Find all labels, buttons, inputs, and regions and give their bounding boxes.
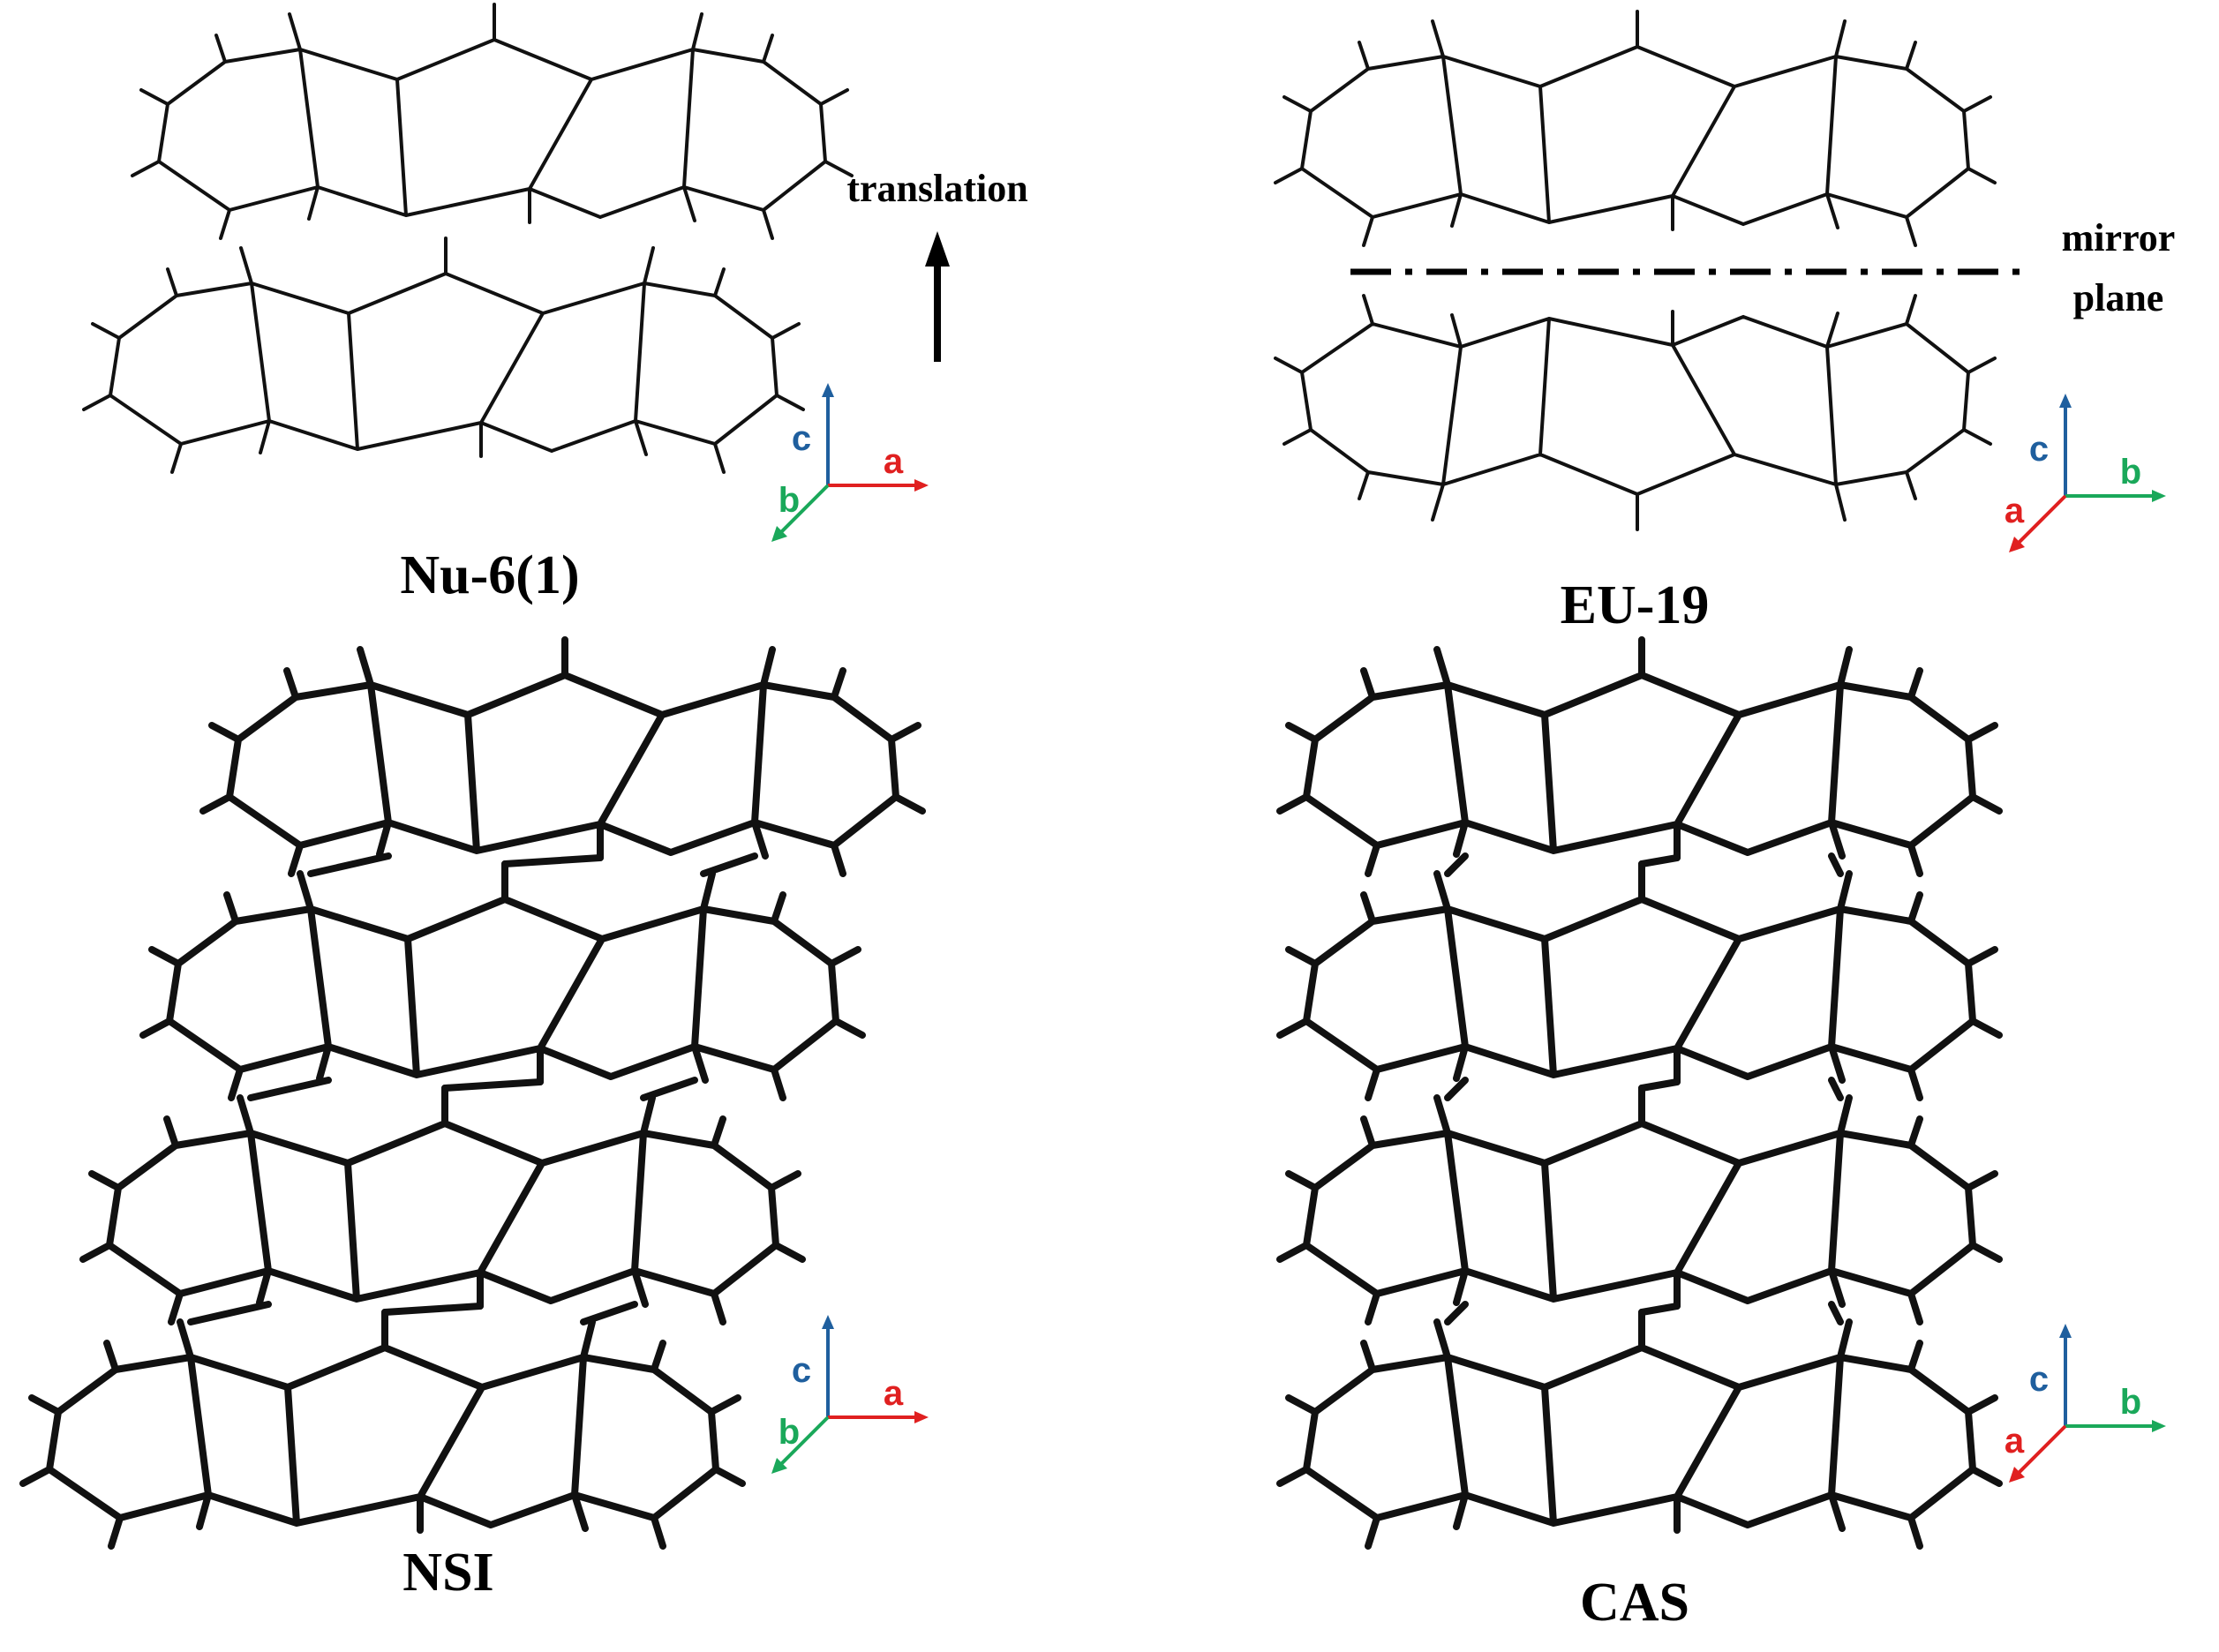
nu6-layer-top bbox=[131, 3, 854, 240]
axis-triad-cas: c b a bbox=[2005, 1324, 2166, 1483]
panel-label-eu19: EU-19 bbox=[1561, 575, 1710, 635]
axis-b-label: b bbox=[2120, 453, 2141, 492]
axis-c-label: c bbox=[2029, 1360, 2049, 1399]
axis-triad-nsi: c a b bbox=[771, 1315, 929, 1474]
translation-arrow bbox=[925, 231, 950, 362]
cas-layer-1 bbox=[1276, 636, 2003, 877]
eu19-layer-bottom-mirrored bbox=[1274, 294, 1997, 531]
nsi-framework bbox=[19, 636, 926, 1550]
mirror-label-line1: mirror bbox=[2062, 216, 2176, 259]
nsi-layer-4 bbox=[19, 1309, 746, 1550]
cas-layer-3 bbox=[1276, 1085, 2003, 1325]
cas-cage-bonds-1 bbox=[1444, 852, 1844, 877]
axis-a-label: a bbox=[884, 442, 904, 481]
axis-b-label: b bbox=[779, 481, 800, 520]
axis-triad-eu19: c b a bbox=[2005, 394, 2166, 552]
axis-c-label: c bbox=[792, 1351, 811, 1390]
panel-label-nsi: NSI bbox=[402, 1543, 493, 1603]
eu19-layers bbox=[1274, 10, 1997, 531]
cas-cage-bonds-3 bbox=[1444, 1301, 1844, 1325]
mirror-label-line2: plane bbox=[2073, 276, 2164, 319]
axis-a-label: a bbox=[2005, 492, 2025, 530]
nsi-layer-3 bbox=[79, 1085, 806, 1325]
axis-a-label: a bbox=[884, 1374, 904, 1413]
eu19-layer-bottom bbox=[1274, 294, 1997, 531]
axis-b-label: b bbox=[779, 1413, 800, 1452]
axis-c-label: c bbox=[792, 419, 811, 458]
cas-layer-2 bbox=[1276, 860, 2003, 1101]
cas-cage-bonds-2 bbox=[1444, 1077, 1844, 1101]
nsi-layer-1 bbox=[199, 636, 926, 877]
cas-framework bbox=[1276, 636, 2003, 1550]
nu6-layers bbox=[82, 3, 854, 474]
axis-a-label: a bbox=[2005, 1422, 2025, 1461]
axis-b-label: b bbox=[2120, 1383, 2141, 1422]
nu6-layer-bottom bbox=[82, 237, 805, 474]
cas-layer-4 bbox=[1276, 1309, 2003, 1550]
axis-triad-nu6: c a b bbox=[771, 383, 929, 542]
translation-label: translation bbox=[846, 167, 1027, 210]
nsi-layer-2 bbox=[139, 860, 866, 1101]
eu19-layer-top bbox=[1274, 10, 1997, 247]
axis-c-label: c bbox=[2029, 430, 2049, 469]
panel-label-nu6: Nu-6(1) bbox=[400, 545, 579, 605]
panel-label-cas: CAS bbox=[1580, 1573, 1689, 1633]
